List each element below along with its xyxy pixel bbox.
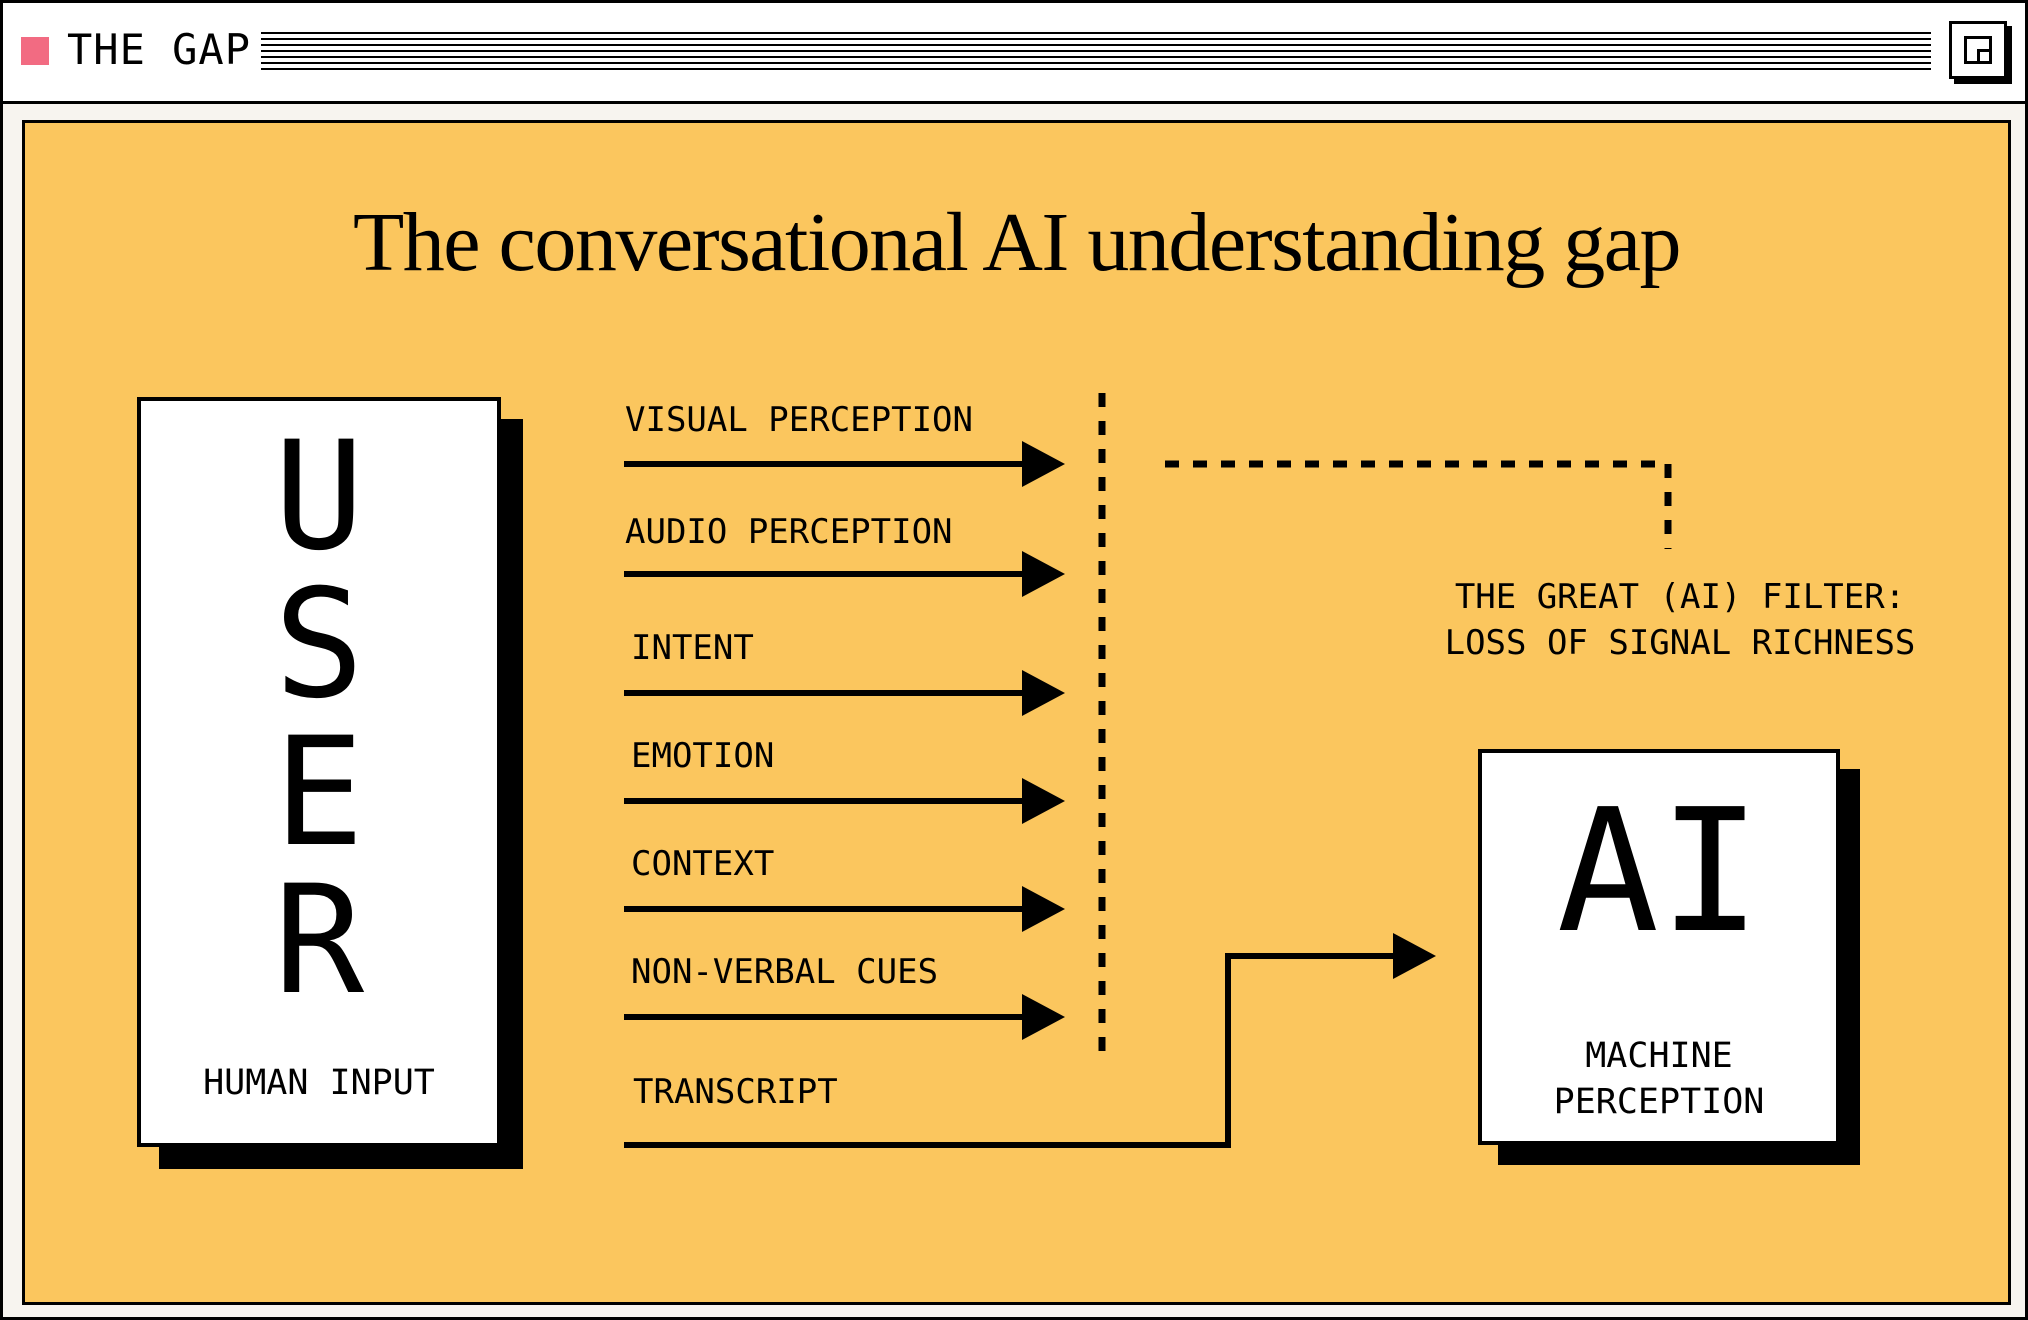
transcript-label: TRANSCRIPT: [633, 1072, 838, 1112]
user-card: USER HUMAN INPUT: [137, 397, 501, 1147]
ai-label: AI: [1556, 773, 1762, 971]
arrowhead-context: [1022, 886, 1065, 932]
arrowhead-audio: [1022, 551, 1065, 597]
transcript-path: [624, 953, 1395, 1148]
arrowhead-intent: [1022, 670, 1065, 716]
arrowhead-transcript: [1393, 933, 1436, 979]
filter-caption-line2: LOSS OF SIGNAL RICHNESS: [1444, 623, 1916, 663]
signal-label: NON-VERBAL CUES: [631, 952, 939, 992]
machine-perception-line2: PERCEPTION: [1553, 1082, 1765, 1122]
ai-card: AI MACHINE PERCEPTION: [1478, 749, 1840, 1145]
window-title: THE GAP: [67, 25, 252, 74]
signal-label: INTENT: [631, 628, 754, 668]
machine-perception-line1: MACHINE: [1585, 1036, 1733, 1076]
close-square-icon[interactable]: [21, 37, 49, 65]
maximize-icon: [1964, 36, 1992, 64]
signal-label: VISUAL PERCEPTION: [625, 400, 973, 440]
signal-label: AUDIO PERCEPTION: [625, 512, 953, 552]
diagram-title: The conversational AI understanding gap: [352, 196, 1682, 289]
maximize-button[interactable]: [1949, 21, 2007, 79]
arrowhead-emotion: [1022, 778, 1065, 824]
arrowhead-visual: [1022, 441, 1065, 487]
title-bar-stripes: [261, 32, 1931, 72]
user-label: USER: [273, 410, 365, 1028]
flow-connectors: [624, 393, 1672, 1148]
arrowhead-nonverbal: [1022, 994, 1065, 1040]
diagram-panel: The conversational AI understanding gap …: [22, 120, 2011, 1305]
filter-caption-line1: THE GREAT (AI) FILTER:: [1454, 577, 1906, 617]
title-bar[interactable]: THE GAP: [3, 3, 2025, 104]
signal-label: CONTEXT: [631, 844, 775, 884]
human-input-caption: HUMAN INPUT: [203, 1063, 435, 1103]
signal-label: EMOTION: [631, 736, 775, 776]
